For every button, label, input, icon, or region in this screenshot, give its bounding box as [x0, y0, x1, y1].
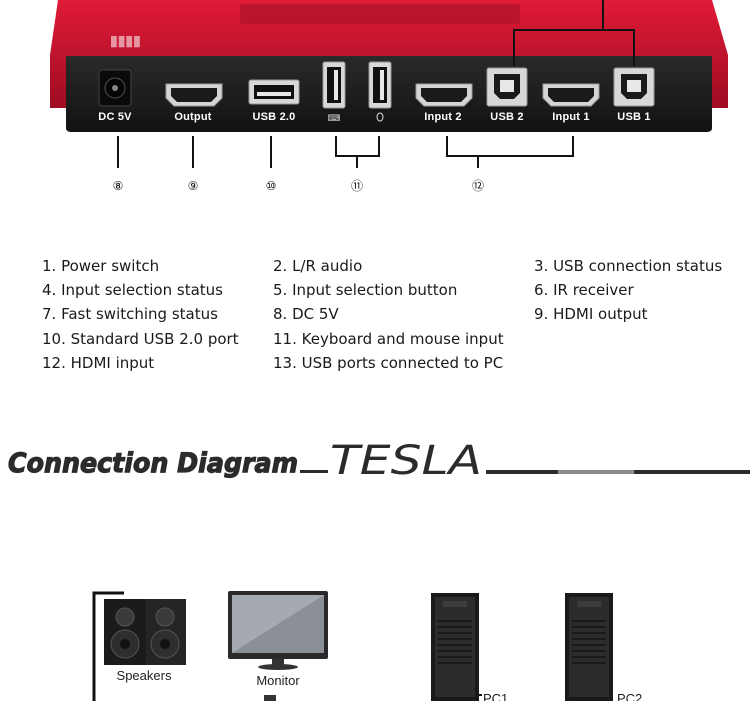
heading-rule-gray	[558, 470, 634, 474]
dc-jack-port	[98, 69, 132, 107]
enclosure-top-strip	[240, 4, 520, 24]
callout-11: ⑪	[351, 179, 363, 193]
callout-12: ⑫	[472, 179, 484, 193]
heading-underline-left	[300, 470, 328, 473]
speakers-label: Speakers	[117, 668, 172, 683]
mouse-usb-port	[368, 61, 392, 122]
mouse-icon	[376, 112, 384, 122]
usb-b-1-port	[613, 67, 655, 107]
pc2-label: PC2	[617, 691, 642, 701]
usb-2-port	[248, 79, 300, 105]
legend-item: 9. HDMI output	[534, 305, 648, 323]
hdmi-input-2-port	[415, 83, 473, 107]
legend-item: 13. USB ports connected to PC	[273, 354, 504, 372]
monitor-image	[228, 591, 328, 701]
hdmi-input-1-port	[542, 83, 600, 107]
speaker-cable	[92, 591, 124, 701]
heading-rule-dark-2	[634, 470, 750, 474]
callout-9: ⑨	[188, 179, 199, 193]
enclosure-mirrored-logo: ▮▮▮▮	[110, 35, 141, 51]
legend-item: 6. IR receiver	[534, 281, 634, 299]
port-label-output: Output	[174, 111, 211, 123]
legend-item: 10. Standard USB 2.0 port	[42, 330, 239, 348]
legend-item: 5. Input selection button	[273, 281, 458, 299]
pc1-label: PC1	[483, 691, 508, 701]
legend-item: 7. Fast switching status	[42, 305, 218, 323]
heading-rule-dark-1	[486, 470, 558, 474]
port-label-input2: Input 2	[424, 111, 461, 123]
legend-item: 2. L/R audio	[273, 257, 363, 275]
device-rear-panel: ▮▮▮▮ ⌨	[50, 0, 728, 193]
port-label-usb1: USB 1	[617, 111, 650, 123]
port-label-usb2: USB 2	[490, 111, 523, 123]
speakers-image	[104, 599, 186, 665]
port-label-dc5v: DC 5V	[98, 111, 132, 123]
callout-leaders	[117, 136, 574, 168]
legend-item: 12. HDMI input	[42, 354, 155, 372]
legend-item: 3. USB connection status	[534, 257, 723, 275]
port-label-usb20: USB 2.0	[253, 111, 296, 123]
enclosure-shell	[50, 0, 728, 108]
hdmi-output-port	[165, 83, 223, 107]
usb-b-2-port	[486, 67, 528, 107]
pc1-tower-image	[431, 593, 479, 701]
legend-item: 4. Input selection status	[42, 281, 223, 299]
pc2-tower-image	[565, 593, 613, 701]
keyboard-icon: ⌨	[328, 114, 341, 124]
heading-brand: TESLA	[330, 438, 482, 484]
monitor-label: Monitor	[256, 673, 300, 688]
heading-title: Connection Diagram	[8, 448, 298, 479]
usb-pc-bracket	[513, 0, 635, 66]
legend-item: 8. DC 5V	[273, 305, 339, 323]
legend-item: 11. Keyboard and mouse input	[273, 330, 504, 348]
section-heading: Connection Diagram TESLA	[7, 438, 750, 484]
legend-item: 1. Power switch	[42, 257, 160, 275]
callout-10: ⑩	[266, 179, 277, 193]
keyboard-usb-port: ⌨	[322, 61, 346, 124]
port-label-input1: Input 1	[552, 111, 589, 123]
connection-diagram: Speakers Monitor PC1	[92, 591, 642, 701]
callout-8: ⑧	[113, 179, 124, 193]
